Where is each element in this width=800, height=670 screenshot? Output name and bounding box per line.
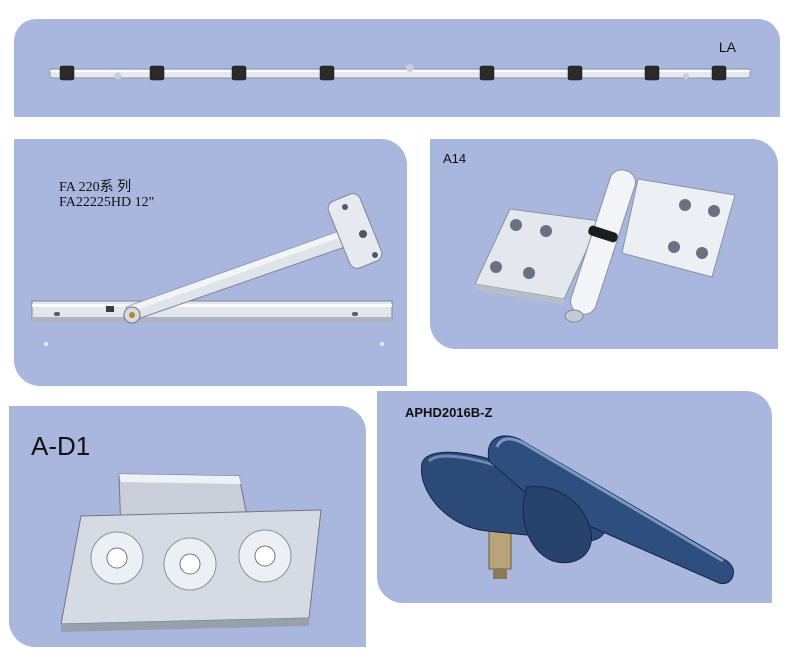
product-panel-fa: FA 220系 列 FA22225HD 12" xyxy=(14,139,407,386)
product-panel-ad1: A-D1 xyxy=(9,406,366,647)
hinge-image xyxy=(474,169,736,323)
product-panel-a14: A14 xyxy=(430,139,778,349)
product-panel-aphd: APHD2016B-Z xyxy=(377,391,772,603)
window-handle-image xyxy=(420,435,734,585)
locking-rod-image xyxy=(49,64,751,81)
friction-stay-image xyxy=(31,193,393,346)
product-label-fa-series: FA 220系 列 xyxy=(59,180,132,195)
product-panel-la: LA xyxy=(14,19,780,117)
product-label-ad1: A-D1 xyxy=(31,431,91,461)
product-label-a14: A14 xyxy=(443,151,467,166)
strike-plate-image xyxy=(60,473,322,632)
product-label-la: LA xyxy=(718,39,736,55)
product-label-fa-model: FA22225HD 12" xyxy=(59,195,155,210)
product-label-aphd: APHD2016B-Z xyxy=(405,405,493,420)
